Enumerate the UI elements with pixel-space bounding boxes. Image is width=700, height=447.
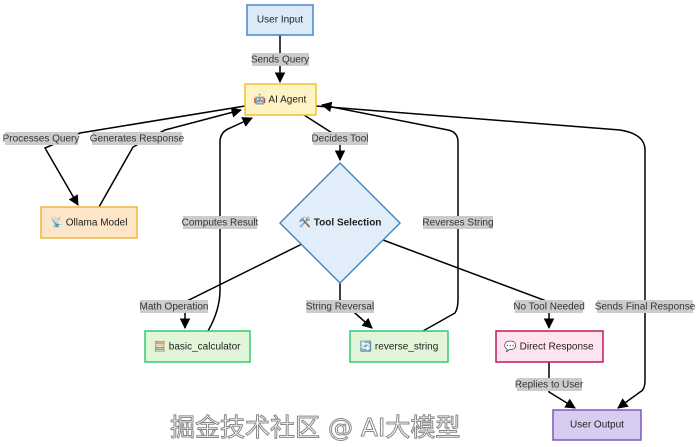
edge-math-operation bbox=[179, 241, 307, 330]
edge-sends-final-response bbox=[315, 105, 646, 409]
label-sends-query: Sends Query bbox=[251, 55, 309, 66]
label-decides-tool: Decides Tool bbox=[311, 134, 368, 145]
node-label: 🤖 AI Agent bbox=[254, 93, 307, 106]
node-label: 📡 Ollama Model bbox=[51, 216, 128, 229]
edge-replies-to-user bbox=[548, 362, 576, 409]
node-user-output: User Output bbox=[552, 409, 642, 441]
node-tool-selection: 🛠️ Tool Selection bbox=[278, 161, 402, 285]
node-label: User Input bbox=[257, 15, 303, 26]
edge-processes-query bbox=[43, 105, 246, 206]
label-no-tool-needed: No Tool Needed bbox=[513, 302, 585, 313]
node-label: 🧮 basic_calculator bbox=[154, 340, 242, 353]
node-label: User Output bbox=[570, 420, 624, 431]
node-label: 💬 Direct Response bbox=[504, 340, 594, 353]
node-label: 🔄 reverse_string bbox=[360, 340, 439, 353]
edge-no-tool-needed bbox=[382, 239, 555, 330]
label-processes-query: Processes Query bbox=[3, 134, 80, 145]
label-reverses-string: Reverses String bbox=[422, 218, 493, 229]
watermark: 掘金技术社区 @ AI大模型 bbox=[169, 413, 461, 443]
edge-labels: Sends Query Processes Query Generates Re… bbox=[3, 53, 696, 391]
node-user-input: User Input bbox=[246, 4, 314, 36]
node-basic-calculator: 🧮 basic_calculator bbox=[144, 330, 251, 363]
node-ollama-model: 📡 Ollama Model bbox=[40, 206, 138, 239]
label-replies-to-user: Replies to User bbox=[515, 380, 584, 391]
node-reverse-string: 🔄 reverse_string bbox=[349, 330, 449, 363]
label-math-operation: Math Operation bbox=[140, 302, 209, 313]
label-sends-final-response: Sends Final Response bbox=[595, 302, 696, 313]
node-direct-response: 💬 Direct Response bbox=[495, 330, 604, 363]
label-computes-result: Computes Result bbox=[182, 218, 259, 229]
label-generates-response: Generates Response bbox=[90, 134, 185, 145]
node-label: 🛠️ Tool Selection bbox=[299, 216, 382, 229]
label-string-reversal: String Reversal bbox=[306, 302, 374, 313]
edge-computes-result bbox=[207, 117, 253, 332]
node-ai-agent: 🤖 AI Agent bbox=[244, 83, 317, 116]
